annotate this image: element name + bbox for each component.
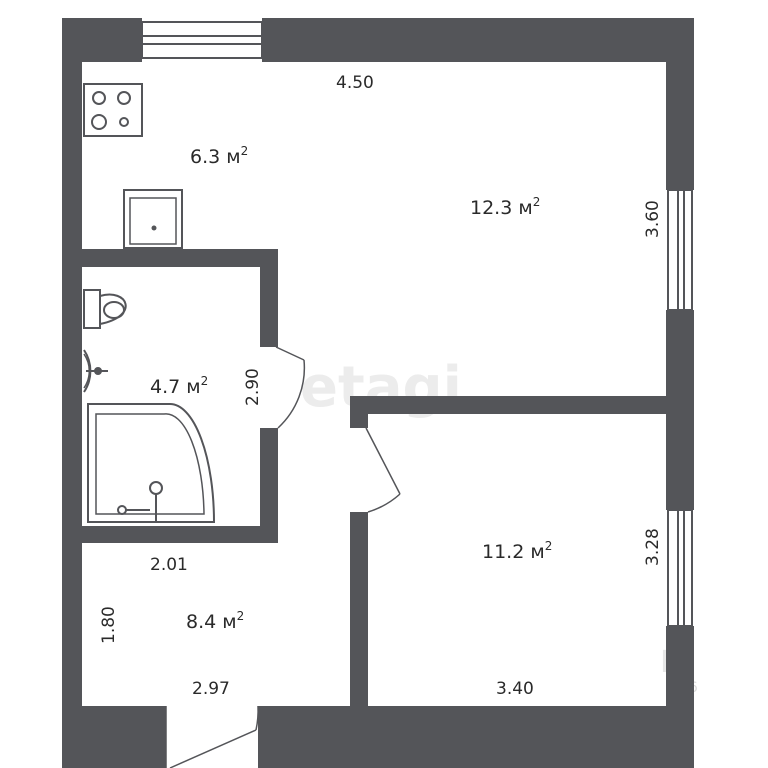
toilet-icon	[83, 289, 127, 329]
dim-bathroom-height: 2.90	[243, 368, 263, 406]
window-top	[141, 21, 263, 59]
door-entrance	[165, 705, 259, 768]
kitchen-area-label: 6.3 м2	[190, 144, 248, 168]
stove-icon	[83, 83, 143, 137]
door-bedroom	[365, 427, 401, 513]
shower-icon	[87, 403, 216, 523]
bathroom-area-label: 4.7 м2	[150, 374, 208, 398]
dim-top-width: 4.50	[336, 73, 374, 93]
dim-bedroom-height: 3.28	[643, 528, 663, 566]
door-bathroom	[275, 346, 306, 429]
sink-icon	[123, 189, 183, 249]
dim-living-height: 3.60	[643, 200, 663, 238]
bedroom-area-label: 11.2 м2	[482, 539, 552, 563]
hallway-area-label: 8.4 м2	[186, 609, 244, 633]
dim-hall-width: 2.97	[192, 679, 230, 699]
dim-bathroom-width: 2.01	[150, 555, 188, 575]
window-right-living	[667, 189, 693, 311]
window-right-bedroom	[667, 509, 693, 627]
washbasin-icon	[83, 349, 108, 393]
dim-hall-height: 1.80	[99, 606, 119, 644]
walls	[62, 18, 694, 768]
dim-bedroom-width: 3.40	[496, 679, 534, 699]
living-area-label: 12.3 м2	[470, 195, 540, 219]
